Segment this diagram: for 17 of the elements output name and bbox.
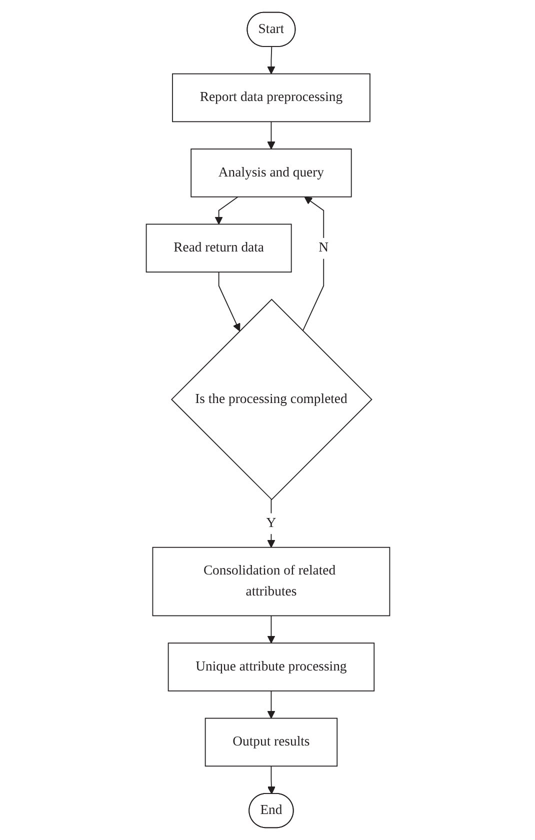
arrow (218, 272, 240, 332)
node-box: Consolidation of related attributes (152, 546, 390, 616)
edge-label: N (318, 240, 328, 256)
node-box: Read return data (145, 224, 292, 273)
arrow (266, 615, 275, 644)
node-diamond: Is the processing completed (170, 298, 372, 500)
edge-label: Y (266, 516, 276, 531)
arrow (266, 121, 275, 150)
arrow (266, 690, 275, 719)
node-box: Output results (204, 718, 338, 767)
arrow (302, 196, 324, 332)
node-box: Report data preprocessing (172, 73, 370, 122)
arrow (266, 766, 275, 794)
arrow (266, 46, 275, 74)
node-box: Unique attribute processing (167, 642, 374, 692)
node-box: Analysis and query (190, 148, 352, 198)
arrow (214, 196, 238, 225)
